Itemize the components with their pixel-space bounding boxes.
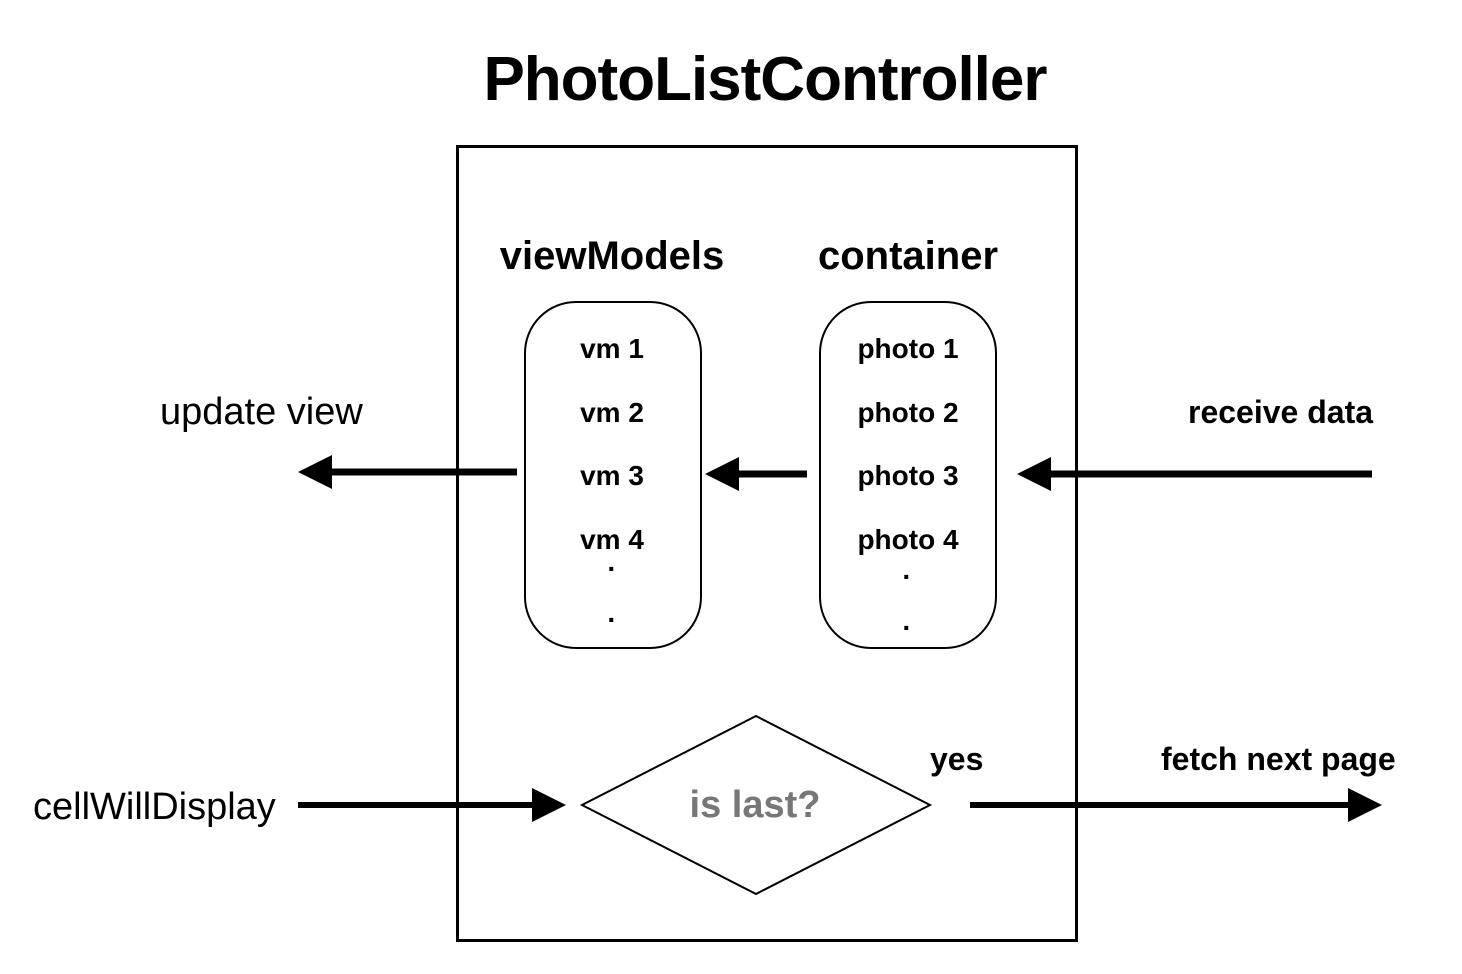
arrow-right-icon xyxy=(298,788,566,822)
ellipsis-dot: · xyxy=(902,612,912,643)
list-item: photo 2 xyxy=(857,397,959,428)
list-item: vm 3 xyxy=(580,460,644,491)
diagram-title: PhotoListController xyxy=(483,45,1047,114)
update-view-label: update view xyxy=(160,391,363,433)
list-item: vm 2 xyxy=(580,397,644,428)
cell-will-display-label: cellWillDisplay xyxy=(33,786,276,828)
arrow-left-icon xyxy=(1017,457,1372,491)
list-item: photo 1 xyxy=(857,333,959,364)
ellipsis-dot: · xyxy=(607,553,617,584)
arrow-left-icon xyxy=(705,457,807,491)
arrow-right-icon xyxy=(970,788,1382,822)
decision-text: is last? xyxy=(689,784,821,826)
list-item: photo 3 xyxy=(857,460,959,491)
yes-label: yes xyxy=(930,741,984,777)
viewmodels-heading: viewModels xyxy=(499,234,725,278)
fetch-next-page-label: fetch next page xyxy=(1161,741,1396,777)
arrow-left-icon xyxy=(298,455,517,489)
list-item: vm 1 xyxy=(580,333,644,364)
receive-data-label: receive data xyxy=(1188,394,1374,430)
list-item: photo 4 xyxy=(857,524,959,555)
controller-box xyxy=(456,145,1078,942)
ellipsis-dot: · xyxy=(902,561,912,592)
viewmodels-list xyxy=(524,301,702,649)
list-item: vm 4 xyxy=(580,524,644,555)
ellipsis-dot: · xyxy=(607,604,617,635)
container-list xyxy=(819,301,997,649)
container-heading: container xyxy=(817,234,999,278)
decision-diamond xyxy=(579,714,933,896)
